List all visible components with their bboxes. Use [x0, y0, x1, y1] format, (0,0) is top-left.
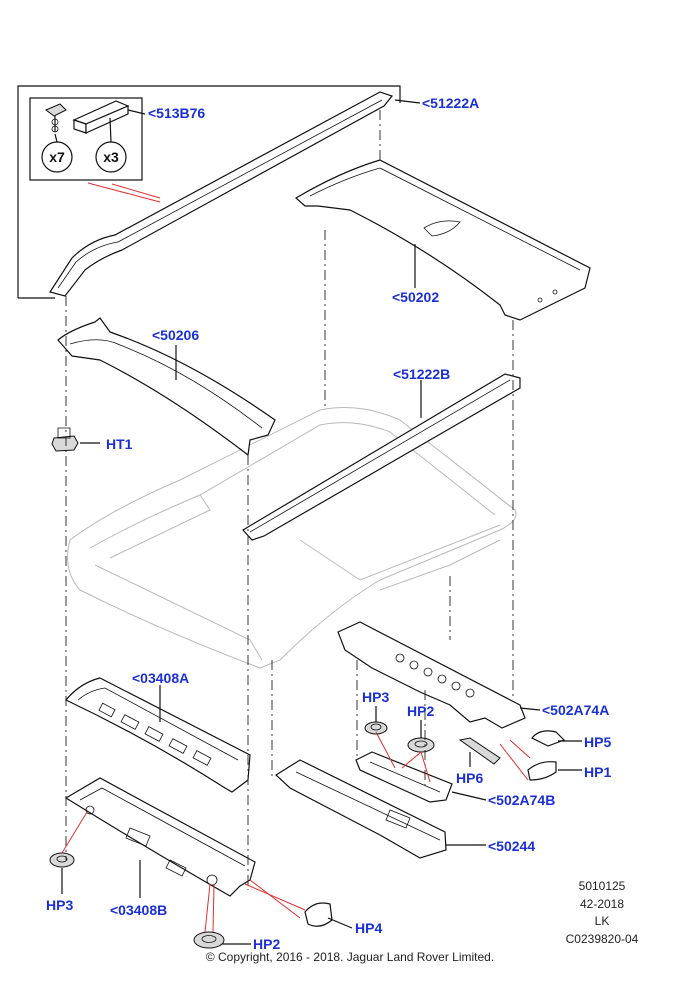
grommet-hp2-right[interactable] [407, 737, 435, 753]
headliner-frame-03408b[interactable] [64, 777, 256, 897]
pad-hp6[interactable] [458, 737, 501, 765]
roof-panel-50202[interactable] [294, 159, 591, 321]
callout-50206[interactable]: <50206 [152, 327, 200, 343]
fastener-ht1[interactable] [51, 427, 100, 452]
pad-hp4[interactable] [304, 902, 333, 927]
qty-x3: x3 [103, 149, 119, 165]
grommet-hp2-left[interactable] [193, 931, 225, 949]
callout-51222a[interactable]: <51222A [422, 95, 480, 111]
callout-51222b[interactable]: <51222B [393, 366, 451, 382]
leader-lines [61, 99, 582, 945]
kit-frame [17, 85, 401, 299]
roof-rail-51222b[interactable] [242, 373, 521, 541]
meta-line-2: 42-2018 [579, 897, 625, 911]
callout-hp6[interactable]: HP6 [456, 770, 484, 786]
meta-line-1: 5010125 [578, 879, 626, 893]
roof-rail-51222a[interactable] [49, 91, 394, 297]
callout-03408b[interactable]: <03408B [110, 902, 168, 918]
alignment-lines [65, 110, 514, 890]
callout-50244[interactable]: <50244 [488, 838, 536, 854]
cross-bar-50244[interactable] [275, 759, 447, 859]
grommet-hp3-left[interactable] [49, 852, 75, 868]
vehicle-body-outline [67, 407, 517, 669]
callout-50202[interactable]: <50202 [392, 289, 440, 305]
pad-hp1[interactable] [527, 761, 557, 781]
callout-hp3-right[interactable]: HP3 [362, 689, 390, 705]
callout-03408a[interactable]: <03408A [132, 670, 190, 686]
callout-hp2-left[interactable]: HP2 [253, 936, 281, 952]
callout-hp4[interactable]: HP4 [355, 920, 383, 936]
red-leader-lines [61, 182, 531, 933]
bracket-502a74a[interactable] [337, 621, 526, 729]
pad-hp5[interactable] [531, 730, 566, 747]
callout-502a74a[interactable]: <502A74A [542, 702, 610, 718]
callout-513b76[interactable]: <513B76 [148, 105, 206, 121]
meta-line-3: LK [594, 914, 610, 928]
callout-hp5[interactable]: HP5 [584, 734, 612, 750]
callout-502a74b[interactable]: <502A74B [488, 792, 556, 808]
front-bow-50206[interactable] [57, 317, 276, 457]
callout-hp3-left[interactable]: HP3 [46, 897, 74, 913]
kit-clip-icon [45, 103, 67, 133]
callout-hp2-right[interactable]: HP2 [407, 703, 435, 719]
callout-hp1[interactable]: HP1 [584, 764, 612, 780]
meta-line-4: C0239820-04 [565, 932, 639, 946]
kit-block-icon [72, 100, 130, 134]
plate-502a74b[interactable] [355, 751, 453, 803]
headliner-03408a[interactable] [65, 677, 251, 793]
qty-x7: x7 [49, 149, 65, 165]
copyright-notice: © Copyright, 2016 - 2018. Jaguar Land Ro… [205, 950, 495, 964]
callout-ht1[interactable]: HT1 [106, 436, 133, 452]
